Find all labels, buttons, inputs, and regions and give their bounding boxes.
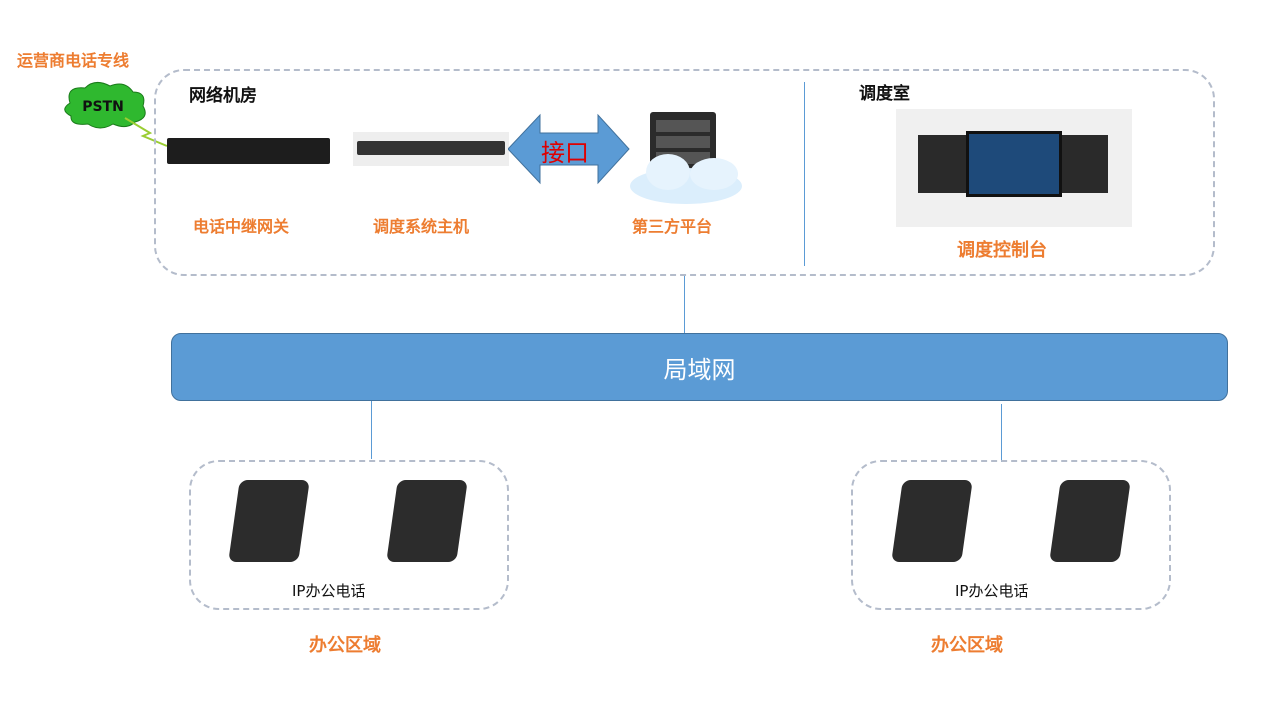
divider [804, 82, 805, 266]
ip-phone-icon [214, 474, 310, 570]
office-2-zone-label: 办公区域 [931, 635, 1003, 656]
console-label: 调度控制台 [957, 240, 1047, 261]
office-1-phones-label: IP办公电话 [292, 582, 366, 600]
host-label: 调度系统主机 [373, 217, 470, 236]
office-zone-2 [851, 460, 1171, 610]
office-1-zone-label: 办公区域 [309, 635, 381, 656]
server-cloud-icon [630, 112, 742, 204]
machine-room-title: 网络机房 [189, 86, 257, 106]
interface-arrow-icon [508, 113, 630, 185]
interface-label: 接口 [541, 139, 589, 167]
gateway-label: 电话中继网关 [193, 217, 290, 236]
console-device-icon [896, 109, 1132, 227]
office-zone-1 [189, 460, 509, 610]
host-device-icon [353, 132, 509, 166]
top-zone [154, 69, 1215, 276]
office-2-phones-label: IP办公电话 [955, 582, 1029, 600]
link-line [1001, 404, 1002, 462]
lan-bar: 局域网 [171, 333, 1228, 401]
link-line [684, 276, 685, 333]
dispatch-room-title: 调度室 [859, 84, 910, 104]
ip-phone-icon [877, 474, 973, 570]
pstn-label: PSTN [82, 99, 124, 115]
gateway-device-icon [167, 138, 330, 164]
pstn-title: 运营商电话专线 [17, 51, 130, 70]
ip-phone-icon [372, 474, 468, 570]
ip-phone-icon [1035, 474, 1131, 570]
link-line [371, 401, 372, 459]
lan-label: 局域网 [663, 355, 736, 384]
platform-label: 第三方平台 [632, 217, 713, 236]
